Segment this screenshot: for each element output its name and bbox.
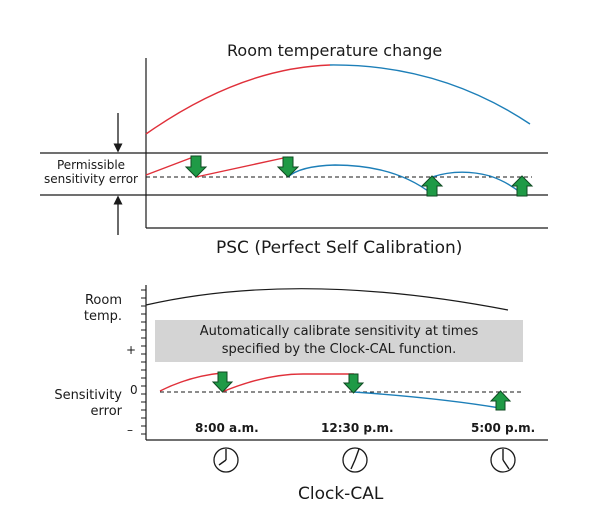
clockcal-room-temp-curve bbox=[145, 288, 509, 311]
clockcal-panel bbox=[141, 285, 548, 473]
psc-error-segment-4 bbox=[431, 171, 523, 195]
psc-error-label-line2: sensitivity error bbox=[44, 172, 138, 187]
clockcal-axis-plus: + bbox=[126, 343, 137, 357]
clockcal-error-segment-2 bbox=[221, 373, 354, 393]
clock-icon bbox=[490, 447, 516, 473]
clockcal-time-label: 8:00 a.m. bbox=[195, 421, 259, 435]
clockcal-sensitivity-label-line2: error bbox=[90, 403, 122, 419]
clock-icon bbox=[213, 447, 239, 473]
up-arrow-icon bbox=[489, 390, 512, 411]
psc-error-label: Permissible sensitivity error bbox=[40, 158, 142, 187]
psc-error-segment-1 bbox=[145, 155, 197, 176]
clockcal-error-segment-1 bbox=[159, 372, 223, 392]
clockcal-axis-zero: 0 bbox=[130, 383, 138, 397]
psc-error-segment-3 bbox=[287, 164, 433, 195]
psc-title: Room temperature change bbox=[227, 41, 443, 60]
clockcal-axis-minus: – bbox=[127, 423, 133, 437]
clockcal-banner-line2: specified by the Clock-CAL function. bbox=[221, 342, 457, 357]
down-arrow-icon bbox=[342, 373, 365, 394]
psc-room-temp-rising-curve bbox=[145, 64, 331, 135]
down-arrow-icon bbox=[276, 156, 300, 178]
psc-caption: PSC (Perfect Self Calibration) bbox=[216, 238, 463, 258]
clockcal-caption: Clock-CAL bbox=[298, 484, 384, 504]
down-arrow-icon bbox=[184, 155, 208, 178]
psc-error-label-line1: Permissible bbox=[56, 158, 126, 172]
psc-error-segment-2 bbox=[195, 156, 289, 178]
clockcal-axis-ticks bbox=[141, 289, 146, 435]
clockcal-banner-line1: Automatically calibrate sensitivity at t… bbox=[199, 324, 479, 340]
clockcal-room-label: Room temp. bbox=[60, 293, 122, 324]
clock-icon bbox=[342, 447, 368, 473]
clockcal-room-label-line1: Room bbox=[84, 293, 122, 308]
psc-panel bbox=[40, 58, 548, 235]
clockcal-time-label: 12:30 p.m. bbox=[321, 421, 394, 435]
clockcal-sensitivity-label: Sensitivity error bbox=[36, 388, 122, 419]
clockcal-banner: Automatically calibrate sensitivity at t… bbox=[155, 320, 523, 362]
clockcal-time-label: 5:00 p.m. bbox=[471, 421, 536, 435]
up-arrow-icon bbox=[420, 175, 444, 197]
clockcal-sensitivity-label-line1: Sensitivity bbox=[54, 388, 122, 403]
clockcal-room-label-line2: temp. bbox=[83, 308, 122, 324]
psc-room-temp-falling-curve bbox=[329, 64, 531, 125]
down-arrow-icon bbox=[211, 371, 234, 393]
clockcal-error-segment-3 bbox=[353, 391, 501, 409]
up-arrow-icon bbox=[510, 175, 534, 197]
